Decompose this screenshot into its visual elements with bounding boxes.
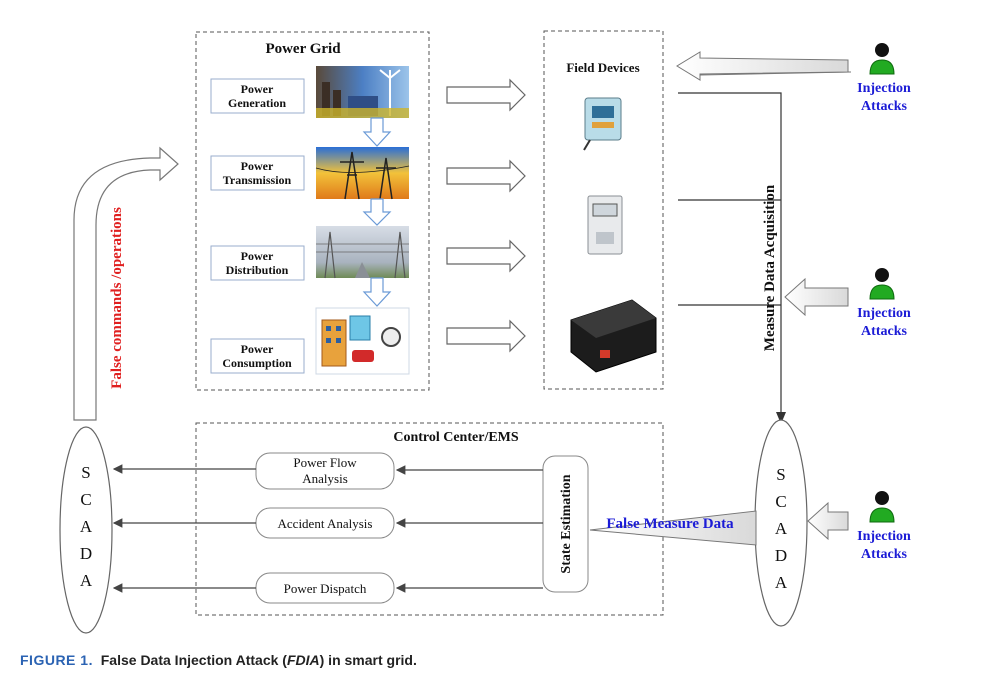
stage-distribution: Power Distribution xyxy=(210,245,305,281)
attacker-2: Injection Attacks xyxy=(857,268,911,339)
false-commands-arrow xyxy=(73,146,179,421)
attacker-1: Injection Attacks xyxy=(857,43,911,114)
svg-text:C: C xyxy=(80,490,91,509)
stage-generation: Power Generation xyxy=(210,78,305,114)
stage-arrow-2 xyxy=(362,198,392,226)
stage-transmission: Power Transmission xyxy=(210,155,305,191)
svg-text:Power: Power xyxy=(241,82,274,96)
control-center-arrows xyxy=(112,464,543,593)
stage-consumption: Power Consumption xyxy=(210,338,305,374)
svg-text:D: D xyxy=(80,544,92,563)
figure-number: FIGURE 1. xyxy=(20,652,93,668)
scada-left: S C A D A xyxy=(59,426,113,634)
attacker-icon xyxy=(869,491,895,523)
svg-text:Injection: Injection xyxy=(857,529,911,544)
stage-arrow-3 xyxy=(362,277,392,307)
svg-text:Attacks: Attacks xyxy=(861,99,907,114)
measure-data-label: Measure Data Acquisition xyxy=(762,184,778,351)
svg-text:Injection: Injection xyxy=(857,81,911,96)
svg-text:Consumption: Consumption xyxy=(222,356,292,370)
transmission-image xyxy=(315,147,410,200)
control-center-box xyxy=(195,422,664,616)
false-commands-label: False commands /operations xyxy=(109,207,125,389)
generation-image xyxy=(316,66,409,118)
power-grid-box xyxy=(195,31,430,391)
svg-text:A: A xyxy=(775,519,788,538)
attacker-icon xyxy=(869,43,895,75)
field-devices-box xyxy=(543,30,664,390)
smart-meter-icon xyxy=(587,195,623,255)
svg-text:S: S xyxy=(81,463,90,482)
grid-to-devices-arrows xyxy=(446,78,526,353)
svg-text:S: S xyxy=(776,465,785,484)
attack-arrow-3 xyxy=(807,501,849,541)
svg-text:Attacks: Attacks xyxy=(861,547,907,562)
figure-caption: FIGURE 1. False Data Injection Attack (F… xyxy=(20,652,417,668)
distribution-image xyxy=(316,226,409,279)
false-measure-label: False Measure Data xyxy=(606,516,734,532)
svg-text:A: A xyxy=(775,573,788,592)
svg-text:C: C xyxy=(775,492,786,511)
attack-arrow-1 xyxy=(676,51,852,81)
attacker-3: Injection Attacks xyxy=(857,491,911,562)
svg-text:Power Flow: Power Flow xyxy=(293,455,357,470)
power-grid-title: Power Grid xyxy=(265,41,341,57)
svg-text:State Estimation: State Estimation xyxy=(559,474,574,573)
svg-text:Attacks: Attacks xyxy=(861,324,907,339)
caption-text-post: ) in smart grid. xyxy=(319,652,417,668)
measure-arrowhead xyxy=(776,412,786,424)
svg-text:Power Dispatch: Power Dispatch xyxy=(284,581,367,596)
plc-device-icon xyxy=(570,299,657,373)
consumption-image xyxy=(315,307,410,375)
svg-text:Power: Power xyxy=(241,159,274,173)
power-dispatch-box: Power Dispatch xyxy=(255,572,395,604)
svg-text:Accident Analysis: Accident Analysis xyxy=(278,516,373,531)
svg-text:Injection: Injection xyxy=(857,306,911,321)
power-flow-analysis-box: Power Flow Analysis xyxy=(255,452,395,490)
attacker-icon xyxy=(869,268,895,300)
attack-arrow-2 xyxy=(784,277,849,317)
svg-text:Transmission: Transmission xyxy=(223,173,292,187)
state-estimation-box: State Estimation xyxy=(542,455,589,593)
svg-text:Distribution: Distribution xyxy=(226,263,289,277)
field-devices-title: Field Devices xyxy=(566,60,639,75)
scada-right: S C A D A xyxy=(754,419,808,627)
svg-text:Analysis: Analysis xyxy=(302,471,348,486)
caption-abbr: FDIA xyxy=(286,652,320,668)
svg-text:Generation: Generation xyxy=(228,96,286,110)
rtu-device-icon xyxy=(583,97,622,151)
caption-text-pre: False Data Injection Attack ( xyxy=(100,652,287,668)
svg-text:A: A xyxy=(80,571,93,590)
svg-text:A: A xyxy=(80,517,93,536)
false-measure-arrow xyxy=(589,510,757,546)
control-center-title: Control Center/EMS xyxy=(393,430,519,445)
measure-lines xyxy=(678,92,782,420)
stage-arrow-1 xyxy=(362,117,392,147)
svg-text:D: D xyxy=(775,546,787,565)
accident-analysis-box: Accident Analysis xyxy=(255,507,395,539)
svg-text:Power: Power xyxy=(241,249,274,263)
svg-text:Power: Power xyxy=(241,342,274,356)
